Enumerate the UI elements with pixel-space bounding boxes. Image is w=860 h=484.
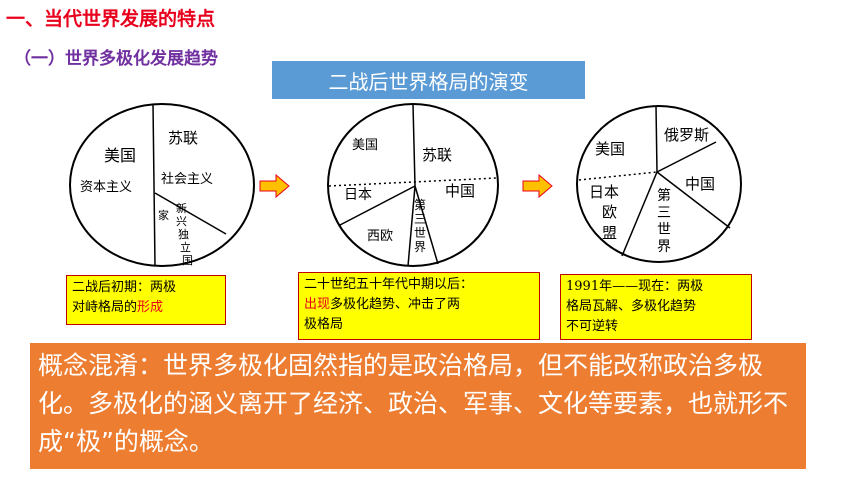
pie2-usa: 美国 xyxy=(352,138,378,153)
pie2-third-world-char: 第 xyxy=(414,198,426,212)
banner-title: 二战后世界格局的演变 xyxy=(272,61,585,99)
pie3-russia: 俄罗斯 xyxy=(664,126,709,144)
pie1-ussr-sub: 社会主义 xyxy=(161,171,213,187)
pie3-third-world-char: 三 xyxy=(657,205,671,221)
pie1-usa: 美国 xyxy=(104,146,136,165)
caption-line: 极格局 xyxy=(304,317,344,332)
pie3-third-world-char: 界 xyxy=(657,239,671,255)
arrow-right-icon xyxy=(522,173,553,199)
pie3-third-world-char: 第 xyxy=(657,187,671,204)
pie1-circle xyxy=(69,103,255,267)
pie2-japan: 日本 xyxy=(344,187,372,203)
pie1-usa-sub: 资本主义 xyxy=(80,180,132,195)
caption-1950s: 二十世纪五十年代中期以后： 出现多极化趋势、冲击了两 极格局 xyxy=(298,272,540,340)
pie3-divider xyxy=(655,105,658,173)
caption-line: 二十世纪五十年代中期以后： xyxy=(304,277,474,292)
pie2-china: 中国 xyxy=(445,182,475,200)
pie2-divider xyxy=(407,185,416,267)
caption-line: 对峙格局的形成 xyxy=(72,298,220,318)
pie3-eu-char: 盟 xyxy=(602,224,617,242)
pie1-new-char: 立 xyxy=(180,240,191,254)
caption-highlight: 形成 xyxy=(137,300,164,315)
caption-1991: 1991年——现在：两极 格局瓦解、多极化趋势 不可逆转 xyxy=(560,274,752,340)
caption-postwar: 二战后初期：两极 对峙格局的形成 xyxy=(66,275,226,325)
caption-line: 格局瓦解、多极化趋势 xyxy=(566,299,697,314)
pie3-china: 中国 xyxy=(685,175,715,193)
pie3-divider xyxy=(621,171,658,257)
arrow-right-icon xyxy=(259,173,290,199)
concept-notice: 概念混淆：世界多极化固然指的是政治格局，但不能改称政治多极化。多极化的涵义离开了… xyxy=(30,343,806,469)
caption-highlight: 出现 xyxy=(304,297,331,312)
pie1-divider-new xyxy=(154,192,227,235)
pie3-circle xyxy=(576,105,742,263)
pie1-divider-main xyxy=(152,103,156,267)
caption-line: 二战后初期：两极 xyxy=(72,280,177,295)
caption-line: 1991年——现在：两极 xyxy=(566,279,704,294)
pie2-divider xyxy=(414,185,439,265)
pie3-usa: 美国 xyxy=(595,140,625,158)
pie2-ussr: 苏联 xyxy=(422,146,452,164)
pie3-divider-dotted xyxy=(578,171,658,181)
pie2-third-world-char: 界 xyxy=(414,240,426,254)
pie-multipolar: 美国 俄罗斯 日本 欧 盟 中国 第 三 世 界 xyxy=(576,105,742,263)
pie3-divider xyxy=(656,141,717,173)
pie-early-multipolar: 美国 苏联 日本 中国 西欧 第 三 世 界 xyxy=(327,103,499,267)
caption-text: 对峙格局的 xyxy=(72,300,138,315)
caption-text: 多极化趋势、冲击了两 xyxy=(330,297,461,312)
pie3-third-world-char: 世 xyxy=(657,222,671,238)
pie1-new-char: 独 xyxy=(178,228,189,241)
pie-bipolar: 美国 资本主义 苏联 社会主义 家 新 兴 独 立 国 xyxy=(69,103,255,267)
pie2-third-world-char: 三 xyxy=(414,212,426,226)
pie1-new-char: 家 xyxy=(158,208,169,222)
pie2-divider xyxy=(339,185,416,226)
caption-line: 不可逆转 xyxy=(566,319,619,334)
subsection-heading: （一）世界多极化发展趋势 xyxy=(14,49,218,69)
pie2-divider-dotted xyxy=(328,177,498,187)
pie2-third-world-char: 世 xyxy=(414,226,426,240)
caption-line: 出现多极化趋势、冲击了两 xyxy=(304,295,534,315)
pie1-new-char: 国 xyxy=(182,254,193,267)
pie3-divider xyxy=(656,171,731,229)
pie2-divider xyxy=(412,103,416,187)
pie3-japan: 日本 xyxy=(589,183,619,201)
pie3-eu-char: 欧 xyxy=(602,203,617,221)
section-heading: 一、当代世界发展的特点 xyxy=(6,8,216,30)
pie1-new-char: 新 xyxy=(176,201,187,215)
pie1-ussr: 苏联 xyxy=(168,129,198,147)
pie2-western-europe: 西欧 xyxy=(367,229,393,244)
pie1-new-char: 兴 xyxy=(176,215,187,228)
